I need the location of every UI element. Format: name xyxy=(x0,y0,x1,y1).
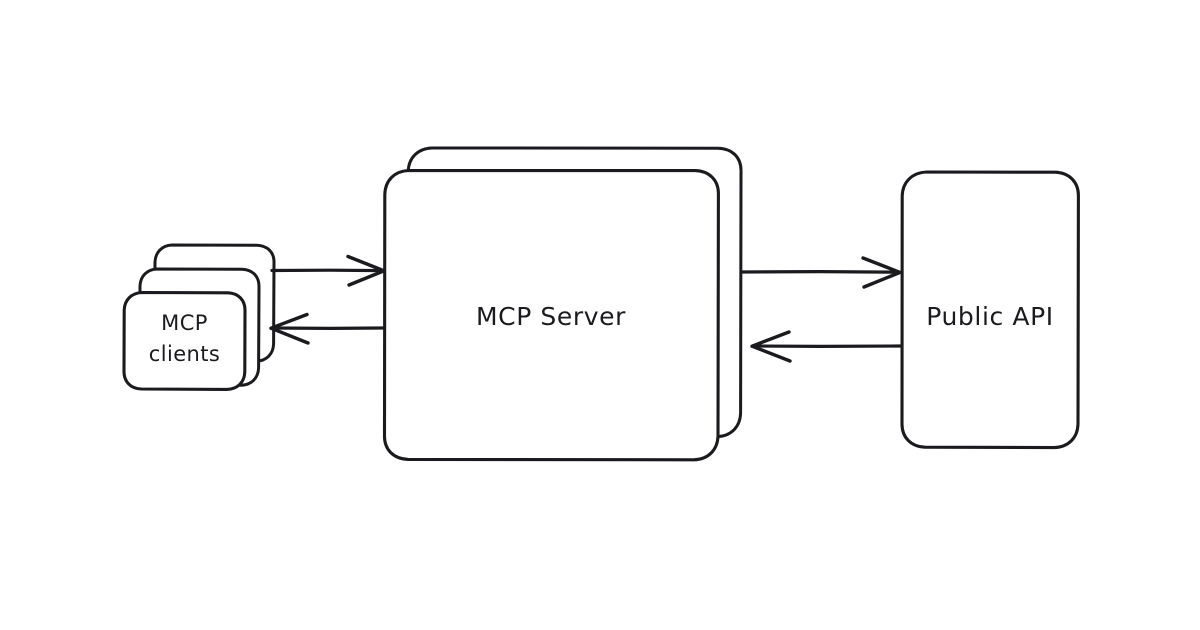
connector-api-to-server-arrowhead xyxy=(750,330,792,363)
public-api-label: Public API xyxy=(926,302,1053,331)
mcp-clients-box-front xyxy=(122,290,247,391)
node-mcp-clients[interactable]: MCP clients xyxy=(122,243,276,391)
connector-api-to-server[interactable] xyxy=(750,330,902,363)
connector-server-to-clients-arrowhead xyxy=(269,312,310,345)
connector-server-to-clients[interactable] xyxy=(269,312,386,345)
node-mcp-server[interactable]: MCP Server xyxy=(382,146,743,462)
mcp-clients-label-line2: clients xyxy=(149,342,220,366)
connector-clients-to-server-arrowhead xyxy=(346,254,386,287)
connector-server-to-api-line xyxy=(740,270,901,274)
connector-server-to-api-arrowhead xyxy=(861,256,902,289)
public-api-box xyxy=(900,170,1080,450)
connector-server-to-api[interactable] xyxy=(740,256,902,289)
connector-clients-to-server[interactable] xyxy=(270,254,386,287)
mcp-server-box-front xyxy=(382,168,720,462)
mcp-clients-label-line1: MCP xyxy=(161,311,208,335)
node-public-api[interactable]: Public API xyxy=(900,170,1080,450)
mcp-server-label: MCP Server xyxy=(476,302,626,331)
